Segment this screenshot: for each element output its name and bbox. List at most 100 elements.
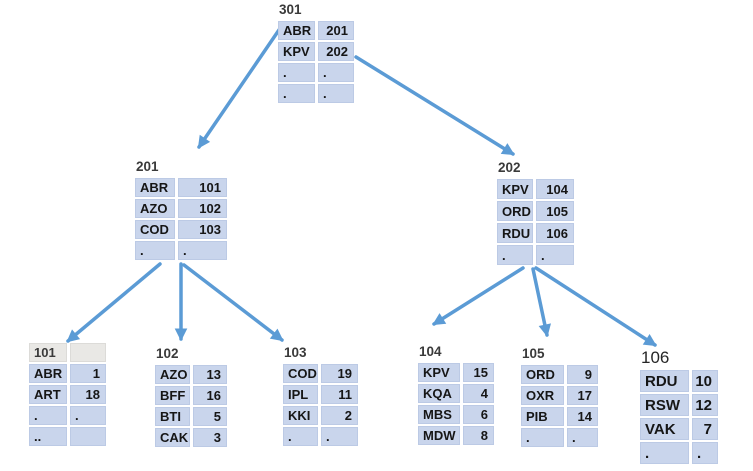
node-301-label: 301 bbox=[279, 2, 302, 17]
edge-202-to-104 bbox=[432, 266, 525, 326]
node-101-cell: 1 bbox=[70, 364, 106, 383]
node-105-cell: ORD bbox=[521, 365, 564, 384]
node-202-label: 202 bbox=[498, 160, 521, 175]
node-103-cell: COD bbox=[283, 364, 318, 383]
node-105-cell: . bbox=[521, 428, 564, 447]
node-301-cell: . bbox=[318, 84, 354, 103]
node-101-cell: 18 bbox=[70, 385, 106, 404]
node-103-cell: . bbox=[283, 427, 318, 446]
edge-301-to-201 bbox=[197, 25, 283, 149]
node-106-cell: RSW bbox=[640, 394, 689, 416]
node-102-cell: AZO bbox=[155, 365, 190, 384]
node-106-cell: VAK bbox=[640, 418, 689, 440]
node-105-label: 105 bbox=[522, 346, 545, 361]
node-106-cell: 7 bbox=[692, 418, 718, 440]
node-104-cell: 8 bbox=[463, 426, 494, 445]
node-103-cell: IPL bbox=[283, 385, 318, 404]
node-103-label: 103 bbox=[284, 345, 307, 360]
node-105-cell: OXR bbox=[521, 386, 564, 405]
node-101-cell: . bbox=[29, 406, 67, 425]
node-106-label: 106 bbox=[641, 348, 670, 367]
edge-202-to-105 bbox=[531, 267, 551, 338]
node-202-cell: RDU bbox=[497, 223, 533, 243]
node-301-cell: ABR bbox=[278, 21, 315, 40]
node-201-cell: 103 bbox=[178, 220, 227, 239]
node-104-cell: MBS bbox=[418, 405, 460, 424]
node-104-label: 104 bbox=[419, 344, 442, 359]
node-102-cell: BFF bbox=[155, 386, 190, 405]
node-106-cell: . bbox=[640, 442, 689, 464]
node-106-cell: RDU bbox=[640, 370, 689, 392]
node-101-cell: . bbox=[70, 406, 106, 425]
node-104-cell: 15 bbox=[463, 363, 494, 382]
node-102-cell: 5 bbox=[193, 407, 227, 426]
node-105-cell: 14 bbox=[567, 407, 598, 426]
node-201-cell: ABR bbox=[135, 178, 175, 197]
edge-201-to-103 bbox=[182, 263, 284, 342]
node-105-cell: . bbox=[567, 428, 598, 447]
node-202-cell: 106 bbox=[536, 223, 574, 243]
edge-301-to-202 bbox=[354, 55, 515, 156]
node-101-cell bbox=[70, 427, 106, 446]
node-102-cell: CAK bbox=[155, 428, 190, 447]
node-102-cell: 16 bbox=[193, 386, 227, 405]
node-102-label: 102 bbox=[156, 346, 179, 361]
node-101-cell: ART bbox=[29, 385, 67, 404]
node-201-cell: COD bbox=[135, 220, 175, 239]
node-201-cell: . bbox=[178, 241, 227, 260]
node-104-cell: MDW bbox=[418, 426, 460, 445]
node-202-cell: 105 bbox=[536, 201, 574, 221]
node-301-cell: 202 bbox=[318, 42, 354, 61]
node-101-cell: .. bbox=[29, 427, 67, 446]
node-301-cell: . bbox=[278, 84, 315, 103]
node-201-cell: . bbox=[135, 241, 175, 260]
node-201-cell: AZO bbox=[135, 199, 175, 218]
node-101-cell bbox=[70, 343, 106, 362]
node-202-cell: KPV bbox=[497, 179, 533, 199]
node-301-cell: KPV bbox=[278, 42, 315, 61]
node-202-cell: . bbox=[536, 245, 574, 265]
node-202-cell: 104 bbox=[536, 179, 574, 199]
node-102-cell: 3 bbox=[193, 428, 227, 447]
node-105-cell: 17 bbox=[567, 386, 598, 405]
node-103-cell: . bbox=[321, 427, 358, 446]
node-102-cell: 13 bbox=[193, 365, 227, 384]
node-301-cell: . bbox=[278, 63, 315, 82]
node-201-label: 201 bbox=[136, 159, 159, 174]
node-101-cell: ABR bbox=[29, 364, 67, 383]
node-103-cell: 11 bbox=[321, 385, 358, 404]
node-105-cell: PIB bbox=[521, 407, 564, 426]
edge-202-to-106 bbox=[534, 266, 657, 347]
node-104-cell: 6 bbox=[463, 405, 494, 424]
node-103-cell: 2 bbox=[321, 406, 358, 425]
node-202-cell: ORD bbox=[497, 201, 533, 221]
node-201-cell: 102 bbox=[178, 199, 227, 218]
node-103-cell: KKI bbox=[283, 406, 318, 425]
node-301-cell: 201 bbox=[318, 21, 354, 40]
node-202-cell: . bbox=[497, 245, 533, 265]
node-104-cell: 4 bbox=[463, 384, 494, 403]
edge-201-to-101 bbox=[66, 262, 162, 343]
node-106-cell: . bbox=[692, 442, 718, 464]
node-104-cell: KQA bbox=[418, 384, 460, 403]
